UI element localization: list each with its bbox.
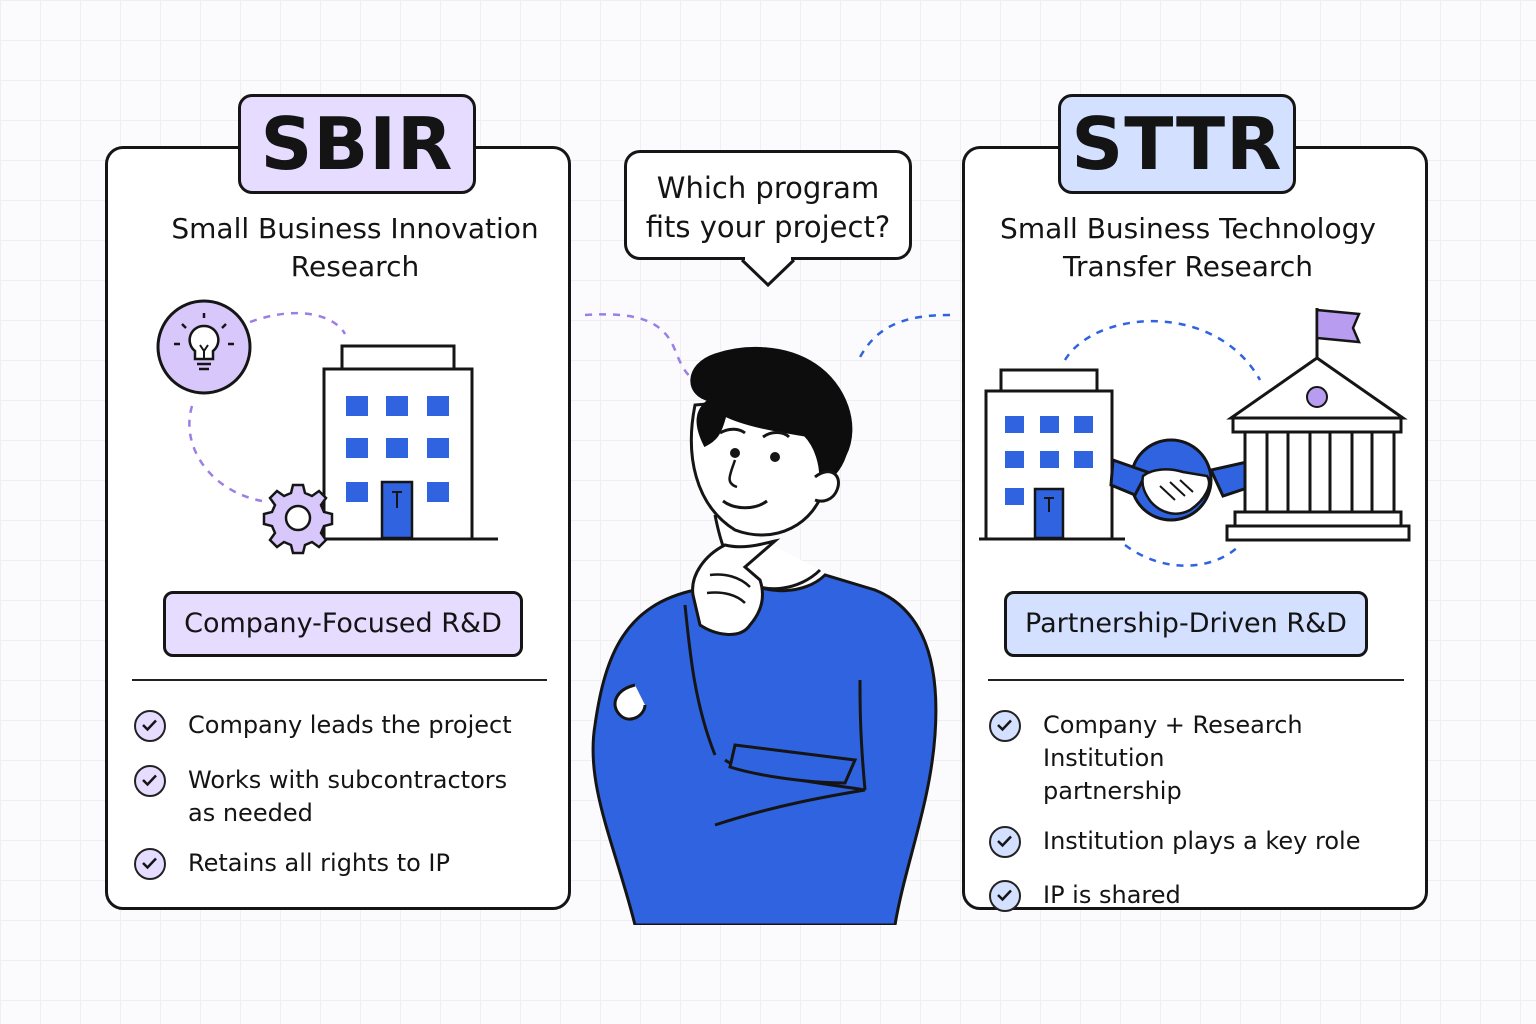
list-item: Company + Research Institution partnersh… [989, 709, 1409, 808]
sbir-acronym: SBIR [260, 102, 454, 186]
list-item-text: Company leads the project [188, 711, 512, 739]
check-icon [989, 880, 1021, 912]
sttr-full-name-line2: Transfer Research [1063, 250, 1313, 283]
list-item-text: Company + Research Institution [1043, 711, 1303, 772]
list-item: Retains all rights to IP [134, 847, 554, 880]
sbir-full-name: Small Business Innovation Research [122, 210, 588, 286]
sttr-full-name-line1: Small Business Technology [1000, 212, 1376, 245]
dashed-connector-left [584, 313, 694, 380]
person-body [591, 573, 938, 925]
sttr-acronym: STTR [1071, 102, 1283, 186]
check-icon [134, 710, 166, 742]
person-hand [691, 538, 781, 636]
sttr-divider [988, 679, 1404, 681]
speech-bubble-tail [740, 254, 796, 288]
check-icon [134, 848, 166, 880]
list-item: Company leads the project [134, 709, 554, 742]
list-item: Works with subcontractors as needed [134, 764, 554, 830]
lightbulb-icon [156, 299, 252, 395]
check-icon [989, 710, 1021, 742]
check-icon [989, 826, 1021, 858]
sbir-acronym-badge: SBIR [238, 94, 476, 194]
sttr-acronym-badge: STTR [1058, 94, 1296, 194]
sttr-dashed-path [1063, 319, 1262, 567]
sttr-illustration [979, 308, 1411, 567]
sbir-full-name-line2: Research [290, 250, 420, 283]
sbir-focus-text: Company-Focused R&D [184, 608, 502, 639]
sttr-focus-text: Partnership-Driven R&D [1025, 608, 1347, 639]
dashed-connector-right [855, 313, 951, 364]
list-item: Institution plays a key role [989, 825, 1409, 858]
handshake-icon [1109, 438, 1249, 522]
office-building-icon [310, 344, 498, 541]
list-item-text: Works with subcontractors [188, 766, 508, 794]
list-item-text: IP is shared [1043, 881, 1181, 909]
list-item-text-cont: partnership [1043, 777, 1182, 805]
person-head [689, 347, 853, 591]
gear-icon [262, 483, 334, 555]
sbir-focus-label: Company-Focused R&D [163, 591, 523, 657]
office-building-icon [979, 368, 1125, 541]
sbir-divider [132, 679, 547, 681]
list-item-text: Institution plays a key role [1043, 827, 1361, 855]
question-line1: Which program [656, 171, 880, 205]
sbir-dashed-path [188, 311, 347, 503]
sbir-illustration [156, 299, 498, 555]
sttr-focus-label: Partnership-Driven R&D [1004, 591, 1368, 657]
sbir-feature-list: Company leads the project Works with sub… [134, 709, 554, 880]
thinking-person-illustration [584, 313, 951, 925]
check-icon [134, 765, 166, 797]
sbir-full-name-line1: Small Business Innovation [171, 212, 539, 245]
sttr-feature-list: Company + Research Institution partnersh… [989, 709, 1409, 912]
question-line2: fits your project? [645, 210, 891, 244]
list-item-text-cont: as needed [188, 799, 313, 827]
sttr-full-name: Small Business Technology Transfer Resea… [955, 210, 1421, 286]
list-item-text: Retains all rights to IP [188, 849, 450, 877]
question-speech-bubble: Which program fits your project? [624, 150, 912, 260]
list-item: IP is shared [989, 879, 1409, 912]
university-icon [1225, 308, 1411, 542]
